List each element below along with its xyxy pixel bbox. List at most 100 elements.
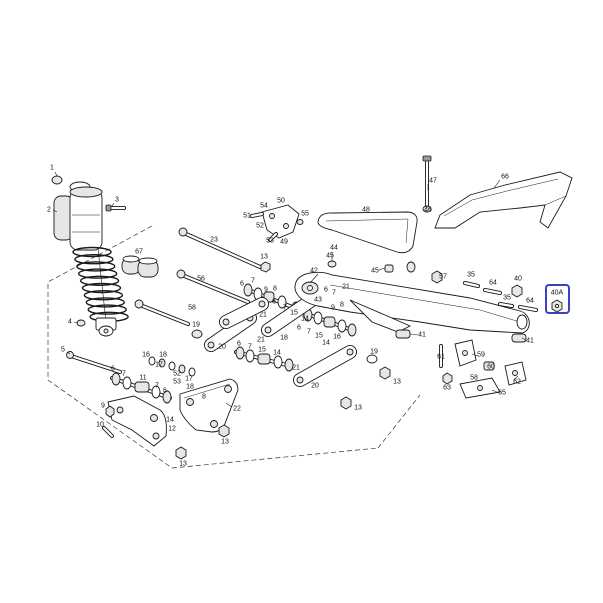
callout-part[interactable]: 66 [501, 174, 509, 181]
callout-part[interactable]: 42 [310, 268, 318, 275]
callout-part[interactable]: 46 [424, 207, 432, 214]
callout-part[interactable]: 52 [256, 223, 264, 230]
callout-part[interactable]: 51 [243, 213, 251, 220]
callout-part[interactable]: 23 [210, 237, 218, 244]
callout-part[interactable]: 13 [221, 439, 229, 446]
callout-part[interactable]: 62 [513, 379, 521, 386]
callout-part[interactable]: 6 [324, 287, 328, 294]
callout-part[interactable]: 3 [115, 197, 119, 204]
callout-part[interactable]: 21 [259, 312, 267, 319]
callout-part[interactable]: 58 [188, 305, 196, 312]
callout-part[interactable]: 22 [233, 406, 241, 413]
callout-part[interactable]: 7 [251, 278, 255, 285]
callout-part[interactable]: 13 [260, 254, 268, 261]
callout-part[interactable]: 18 [280, 335, 288, 342]
callout-part[interactable]: 14 [301, 316, 309, 323]
callout-part[interactable]: 64 [489, 280, 497, 287]
callout-part[interactable]: 16 [142, 352, 150, 359]
callout-part[interactable]: 18 [159, 352, 167, 359]
callout-part[interactable]: 52 [173, 371, 181, 378]
callout-part[interactable]: 63 [443, 385, 451, 392]
callout-part[interactable]: 14 [166, 417, 174, 424]
callout-part[interactable]: 6 [237, 341, 241, 348]
callout-part[interactable]: 13 [354, 405, 362, 412]
callout-part[interactable]: 6 [111, 366, 115, 373]
callout-part[interactable]: 20 [311, 383, 319, 390]
callout-part[interactable]: 21 [292, 365, 300, 372]
callout-part[interactable]: 58 [470, 375, 478, 382]
callout-part[interactable]: 15 [258, 347, 266, 354]
callout-part[interactable]: 64 [526, 298, 534, 305]
callout-part[interactable]: 7 [248, 344, 252, 351]
callout-part[interactable]: 44 [330, 245, 338, 252]
callout-part[interactable]: 7 [155, 383, 159, 390]
callout-part[interactable]: 6 [240, 281, 244, 288]
callout-part[interactable]: 45 [326, 253, 334, 260]
highlight-box[interactable] [545, 284, 570, 314]
callout-part[interactable]: 9 [101, 403, 105, 410]
callout-part[interactable]: 17 [185, 376, 193, 383]
callout-part[interactable]: 50 [277, 198, 285, 205]
callout-part[interactable]: 13 [179, 461, 187, 468]
callout-40a[interactable]: 40A [551, 290, 564, 297]
callout-part[interactable]: 35 [503, 295, 511, 302]
callout-part[interactable]: 12 [168, 426, 176, 433]
callout-part[interactable]: 4 [68, 319, 72, 326]
callout-part[interactable]: 56 [197, 276, 205, 283]
callout-part[interactable]: 8 [340, 302, 344, 309]
callout-part[interactable]: 55 [301, 211, 309, 218]
callout-part[interactable]: 53 [266, 238, 274, 245]
callout-part[interactable]: 21 [342, 284, 350, 291]
callout-part[interactable]: 48 [362, 207, 370, 214]
callout-part[interactable]: 2 [47, 207, 51, 214]
callout-part[interactable]: 16 [333, 334, 341, 341]
adjuster-block [483, 361, 495, 371]
callout-part[interactable]: 40 [514, 276, 522, 283]
highlighted-part-40a[interactable]: 40A [545, 284, 570, 314]
callout-part[interactable]: 6 [163, 388, 167, 395]
callout-part[interactable]: 57 [439, 274, 447, 281]
callout-part[interactable]: 47 [429, 178, 437, 185]
callout-part[interactable]: 67 [135, 249, 143, 256]
callout-part[interactable]: 18 [186, 384, 194, 391]
callout-part[interactable]: 60 [487, 364, 495, 371]
callout-part[interactable]: 41 [526, 338, 534, 345]
callout-part[interactable]: 7 [307, 329, 311, 336]
shock-screw [105, 204, 126, 212]
callout-part[interactable]: 7 [332, 290, 336, 297]
callout-part[interactable]: 7 [283, 305, 287, 312]
callout-part[interactable]: 17 [155, 362, 163, 369]
callout-part[interactable]: 10 [96, 422, 104, 429]
callout-part[interactable]: 13 [393, 379, 401, 386]
callout-part[interactable]: 61 [437, 354, 445, 361]
callout-part[interactable]: 59 [477, 352, 485, 359]
callout-part[interactable]: 15 [290, 310, 298, 317]
callout-part[interactable]: 9 [264, 287, 268, 294]
callout-part[interactable]: 5 [61, 347, 65, 354]
callout-part[interactable]: 14 [322, 340, 330, 347]
callout-part[interactable]: 41 [418, 332, 426, 339]
callout-part[interactable]: 19 [370, 349, 378, 356]
bushing-set-middle [234, 346, 294, 372]
callout-part[interactable]: 7 [122, 371, 126, 378]
callout-part[interactable]: 8 [202, 394, 206, 401]
callout-part[interactable]: 1 [50, 165, 54, 172]
callout-part[interactable]: 8 [273, 286, 277, 293]
callout-part[interactable]: 53 [173, 379, 181, 386]
callout-part[interactable]: 35 [467, 272, 475, 279]
callout-part[interactable]: 19 [192, 322, 200, 329]
callout-part[interactable]: 6 [297, 325, 301, 332]
callout-part[interactable]: 20 [218, 344, 226, 351]
callout-part[interactable]: 45 [371, 268, 379, 275]
callout-part[interactable]: 21 [257, 337, 265, 344]
callout-part[interactable]: 54 [260, 203, 268, 210]
callout-part[interactable]: 9 [331, 305, 335, 312]
callout-part[interactable]: 15 [315, 333, 323, 340]
callout-part[interactable]: 49 [280, 239, 288, 246]
callout-part[interactable]: 6 [272, 299, 276, 306]
callout-part[interactable]: 43 [314, 297, 322, 304]
callout-part[interactable]: 14 [273, 350, 281, 357]
callout-part[interactable]: 65 [498, 390, 506, 397]
callout-part[interactable]: 11 [139, 375, 146, 382]
bushing [406, 261, 416, 273]
